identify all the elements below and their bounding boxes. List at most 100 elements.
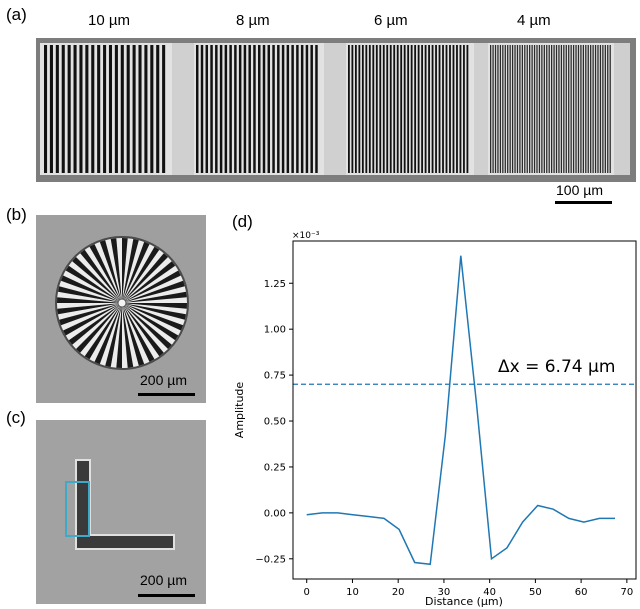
grating-line xyxy=(144,45,148,173)
grating-image xyxy=(36,38,636,182)
grating-line xyxy=(449,45,451,173)
star-spoke xyxy=(122,238,128,303)
grating-line xyxy=(575,45,577,173)
grating-line xyxy=(431,45,434,173)
grating-line xyxy=(543,45,545,173)
grating-line xyxy=(262,45,266,173)
grating-line xyxy=(602,45,604,173)
x-axis-label: Distance (µm) xyxy=(425,595,503,608)
grating-line xyxy=(67,45,71,173)
star-spoke xyxy=(122,303,164,357)
star-spoke xyxy=(122,291,187,303)
grating-line xyxy=(609,45,611,173)
grating-line xyxy=(126,45,130,173)
star-spoke xyxy=(122,246,160,303)
grating-line xyxy=(599,45,602,173)
grating-line xyxy=(393,45,396,173)
grating-line xyxy=(61,45,65,173)
grating-line xyxy=(563,45,565,173)
grating-line xyxy=(248,45,251,173)
grating-line xyxy=(300,45,304,173)
star-spoke xyxy=(58,286,122,303)
grating-line xyxy=(597,45,599,173)
grating-line xyxy=(463,45,465,173)
y-axis-label: Amplitude xyxy=(233,382,246,439)
star-spoke xyxy=(57,303,123,315)
grating-line xyxy=(73,45,77,173)
grating-line xyxy=(529,45,531,173)
scalebar-a-line xyxy=(555,201,612,204)
grating-line xyxy=(372,45,375,173)
grating-line xyxy=(138,45,142,173)
star-spoke xyxy=(122,303,179,341)
grating-line xyxy=(210,45,213,173)
star-spoke xyxy=(122,303,172,349)
grating-line xyxy=(607,45,609,173)
grating-line xyxy=(531,45,533,173)
grating-line xyxy=(407,45,410,173)
grating-line xyxy=(492,45,494,173)
grating-line xyxy=(582,45,584,173)
star-spoke xyxy=(122,303,186,320)
grating-line xyxy=(253,45,256,173)
grating-label-4um: 4 µm xyxy=(517,12,551,29)
siemens-star-image xyxy=(36,215,206,403)
scalebar-c-label: 200 µm xyxy=(140,572,187,588)
grating-label-6um: 6 µm xyxy=(374,12,408,29)
grating-line xyxy=(497,45,499,173)
grating-line xyxy=(375,45,378,173)
grating-line xyxy=(79,45,83,173)
grating-line xyxy=(243,45,247,173)
star-spoke xyxy=(76,303,122,353)
grating-line xyxy=(91,45,95,173)
amplitude-series-line xyxy=(306,255,615,566)
grating-line xyxy=(55,45,59,173)
grating-line xyxy=(521,45,523,173)
grating-line xyxy=(428,45,430,173)
grating-line xyxy=(414,45,417,173)
star-spoke xyxy=(122,303,184,331)
grating-line xyxy=(526,45,528,173)
star-spoke xyxy=(122,241,150,303)
star-spoke xyxy=(59,303,122,326)
grating-line xyxy=(499,45,502,173)
grating-line xyxy=(445,45,448,173)
grating-line xyxy=(538,45,541,173)
grating-line xyxy=(524,45,526,173)
y-tick-label: 1.00 xyxy=(264,325,286,336)
grating-line xyxy=(577,45,580,173)
grating-line xyxy=(132,45,136,173)
star-spoke xyxy=(72,257,122,303)
grating-line xyxy=(459,45,462,173)
grating-line xyxy=(267,45,271,173)
scalebar-b-label: 200 µm xyxy=(140,372,187,388)
x-tick-label: 0 xyxy=(304,587,310,598)
grating-line xyxy=(389,45,392,173)
grating-line xyxy=(305,45,309,173)
grating-line xyxy=(196,45,199,173)
grating-line xyxy=(354,45,357,173)
grating-line xyxy=(536,45,538,173)
star-spoke xyxy=(63,303,122,336)
grating-line xyxy=(358,45,361,173)
grating-line xyxy=(424,45,427,173)
grating-line xyxy=(224,45,228,173)
x-tick-label: 50 xyxy=(529,587,542,598)
y-tick-label: 0.50 xyxy=(264,417,286,428)
x-tick-label: 10 xyxy=(346,587,359,598)
star-spoke xyxy=(60,275,122,303)
grating-line xyxy=(351,45,354,173)
grating-line xyxy=(286,45,290,173)
star-spoke xyxy=(122,239,139,303)
grating-line xyxy=(438,45,441,173)
grating-line xyxy=(421,45,424,173)
star-spoke xyxy=(122,270,181,303)
grating-line xyxy=(386,45,389,173)
scalebar-a-label: 100 µm xyxy=(556,182,603,198)
grating-line xyxy=(258,45,261,173)
grating-line xyxy=(504,45,506,173)
star-spoke xyxy=(122,303,134,368)
grating-line xyxy=(594,45,597,173)
grating-label-10um: 10 µm xyxy=(88,12,130,29)
